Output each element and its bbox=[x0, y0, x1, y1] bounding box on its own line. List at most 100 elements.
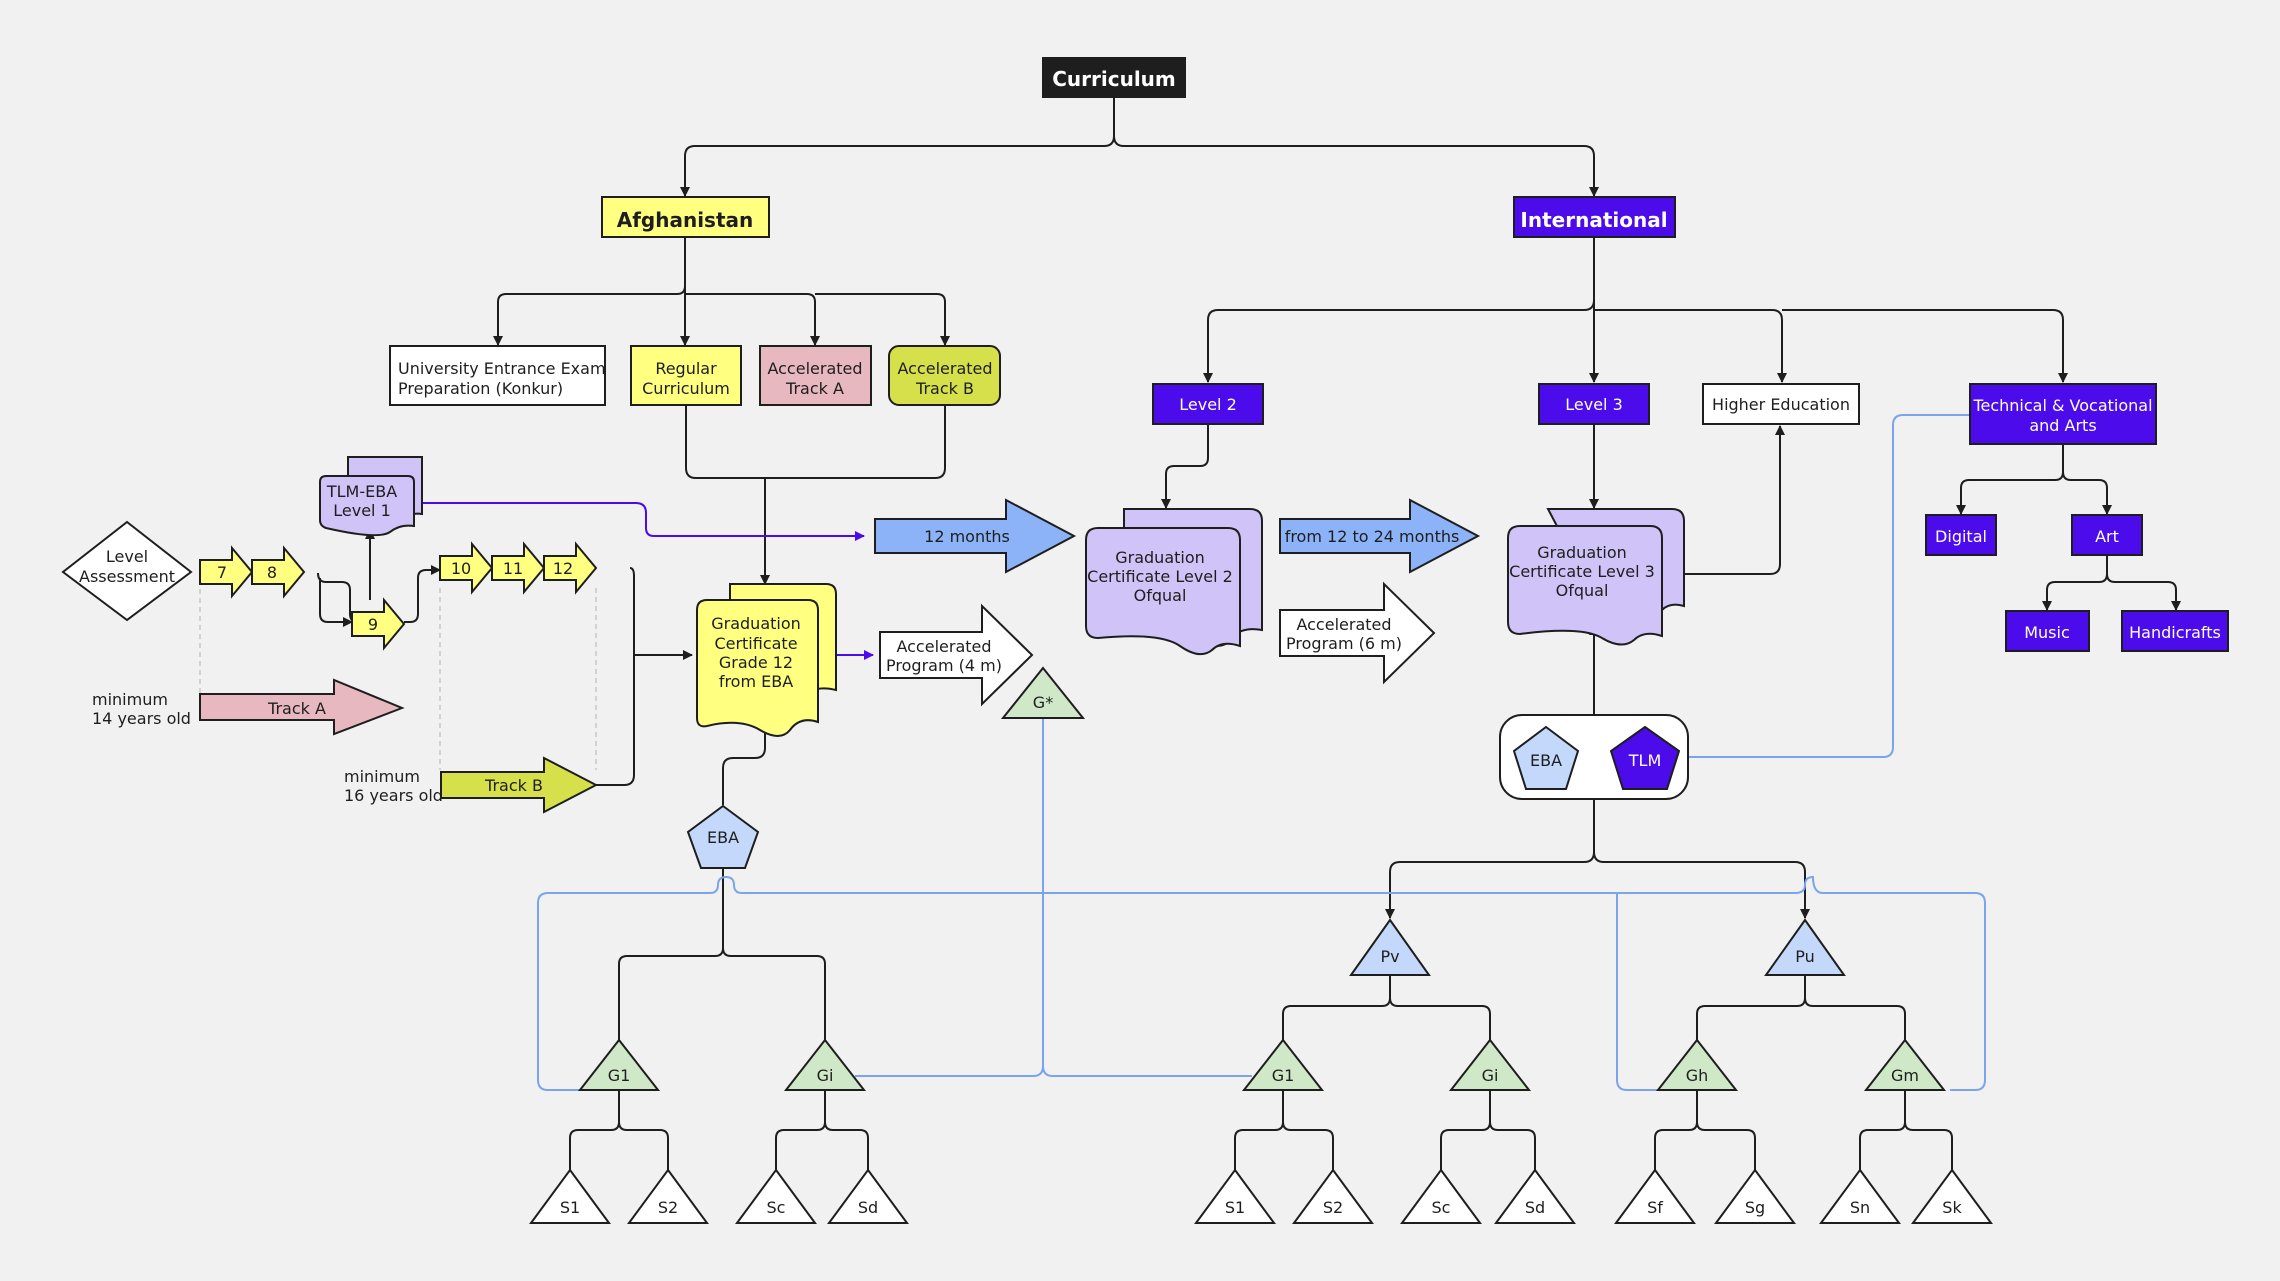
grade-10-label: 10 bbox=[451, 559, 471, 578]
international-node[interactable]: International bbox=[1513, 196, 1676, 238]
pu-label: Pu bbox=[1795, 947, 1815, 966]
pv-label: Pv bbox=[1380, 947, 1399, 966]
intl-leaf-sn[interactable]: Sn bbox=[1819, 1168, 1901, 1224]
intl-leaf-sc-label: Sc bbox=[1432, 1198, 1451, 1217]
twelve-months-arrow[interactable]: 12 months bbox=[874, 498, 1077, 574]
tlm-eba-text-line1: TLM-EBA bbox=[326, 482, 397, 501]
track-b-arrow-label: Track B bbox=[484, 776, 543, 795]
track-b-text-line2: Track B bbox=[915, 379, 974, 398]
track-a-text-line1: Accelerated bbox=[767, 359, 862, 378]
eba-afghan-label: EBA bbox=[707, 828, 739, 847]
accel-6m-line1: Accelerated bbox=[1296, 615, 1391, 634]
grade-arrow-7[interactable]: 7 bbox=[199, 545, 254, 599]
grad-l2-line2: Certificate Level 2 bbox=[1087, 567, 1233, 586]
konkur-text-line1: University Entrance Exam bbox=[398, 359, 606, 378]
graduation-cert-level2-node[interactable]: Graduation Certificate Level 2 Ofqual bbox=[1085, 508, 1263, 656]
intl-leaf-sg[interactable]: Sg bbox=[1714, 1168, 1796, 1224]
min-16-line1: minimum bbox=[344, 767, 420, 786]
intl-leaf-sg-label: Sg bbox=[1745, 1198, 1765, 1217]
accelerated-program-6m-arrow[interactable]: Accelerated Program (6 m) bbox=[1279, 581, 1436, 685]
intl-leaf-s1[interactable]: S1 bbox=[1194, 1168, 1276, 1224]
graduation-cert-eba-node[interactable]: Graduation Certificate Grade 12 from EBA bbox=[696, 583, 837, 737]
grade-12-label: 12 bbox=[553, 559, 573, 578]
intl-leaf-sf[interactable]: Sf bbox=[1614, 1168, 1696, 1224]
grade-arrow-9[interactable]: 9 bbox=[351, 597, 406, 651]
accelerated-track-b-node[interactable]: Accelerated Track B bbox=[888, 345, 1001, 406]
accel-4m-line2: Program (4 m) bbox=[886, 656, 1002, 675]
music-node[interactable]: Music bbox=[2005, 610, 2090, 652]
regular-text-line1: Regular bbox=[655, 359, 717, 378]
twelve-months-label: 12 months bbox=[924, 527, 1010, 546]
digital-node[interactable]: Digital bbox=[1925, 514, 1997, 556]
afghan-leaf-s1-label: S1 bbox=[560, 1198, 580, 1217]
intl-leaf-sk-label: Sk bbox=[1942, 1198, 1962, 1217]
min-16-line2: 16 years old bbox=[344, 786, 443, 805]
afghan-gi-node[interactable]: Gi bbox=[783, 1038, 867, 1091]
afghan-leaf-s1[interactable]: S1 bbox=[529, 1168, 611, 1224]
intl-g1-node[interactable]: G1 bbox=[1241, 1038, 1325, 1091]
grad-l3-line2: Certificate Level 3 bbox=[1509, 562, 1655, 581]
g-star-node[interactable]: G* bbox=[1000, 666, 1086, 719]
grad-eba-line2: Certificate bbox=[714, 634, 797, 653]
pv-node[interactable]: Pv bbox=[1349, 918, 1431, 976]
accelerated-program-4m-arrow[interactable]: Accelerated Program (4 m) bbox=[879, 603, 1034, 707]
curriculum-title-node[interactable]: Curriculum bbox=[1042, 57, 1186, 98]
grad-l3-line1: Graduation bbox=[1537, 543, 1627, 562]
afghan-leaf-sd[interactable]: Sd bbox=[827, 1168, 909, 1224]
graduation-cert-level3-node[interactable]: Graduation Certificate Level 3 Ofqual bbox=[1507, 508, 1685, 646]
grade-arrow-12[interactable]: 12 bbox=[543, 541, 598, 595]
eba-pentagon-intl[interactable]: EBA bbox=[1512, 725, 1580, 790]
afghanistan-node[interactable]: Afghanistan bbox=[601, 196, 770, 238]
tlm-pentagon[interactable]: TLM bbox=[1609, 725, 1681, 790]
pu-node[interactable]: Pu bbox=[1764, 918, 1846, 976]
afghan-leaf-sc[interactable]: Sc bbox=[735, 1168, 817, 1224]
art-text: Art bbox=[2095, 527, 2119, 546]
intl-leaf-sd[interactable]: Sd bbox=[1494, 1168, 1576, 1224]
level-3-node[interactable]: Level 3 bbox=[1538, 383, 1650, 425]
track-a-arrow[interactable]: Track A bbox=[199, 678, 405, 736]
intl-gm-node[interactable]: Gm bbox=[1863, 1038, 1947, 1091]
konkur-node[interactable]: University Entrance Exam Preparation (Ko… bbox=[389, 345, 606, 406]
accelerated-track-a-node[interactable]: Accelerated Track A bbox=[759, 345, 872, 406]
intl-leaf-s2-label: S2 bbox=[1323, 1198, 1343, 1217]
intl-leaf-sc[interactable]: Sc bbox=[1400, 1168, 1482, 1224]
intl-gi-node[interactable]: Gi bbox=[1448, 1038, 1532, 1091]
afghanistan-title-text: Afghanistan bbox=[617, 208, 754, 232]
track-b-arrow[interactable]: Track B bbox=[440, 756, 599, 814]
afghan-leaf-s2[interactable]: S2 bbox=[627, 1168, 709, 1224]
eba-tlm-group[interactable]: EBA TLM bbox=[1499, 714, 1689, 800]
grade-7-label: 7 bbox=[217, 563, 227, 582]
level-assessment-text-line1: Level bbox=[106, 547, 148, 566]
tlm-eba-level1-node[interactable]: TLM-EBA Level 1 bbox=[319, 456, 423, 537]
intl-gh-node[interactable]: Gh bbox=[1655, 1038, 1739, 1091]
higher-education-node[interactable]: Higher Education bbox=[1702, 383, 1860, 425]
intl-gm-label: Gm bbox=[1891, 1066, 1919, 1085]
grad-l2-line1: Graduation bbox=[1115, 548, 1205, 567]
grade-11-label: 11 bbox=[503, 559, 523, 578]
afghan-g1-node[interactable]: G1 bbox=[577, 1038, 661, 1091]
handicrafts-node[interactable]: Handicrafts bbox=[2121, 610, 2229, 652]
grad-l2-line3: Ofqual bbox=[1134, 586, 1187, 605]
regular-curriculum-node[interactable]: Regular Curriculum bbox=[630, 345, 742, 406]
intl-leaf-s2[interactable]: S2 bbox=[1292, 1168, 1374, 1224]
level-assessment-node[interactable]: Level Assessment bbox=[61, 520, 193, 622]
track-b-text-line1: Accelerated bbox=[897, 359, 992, 378]
afghan-gi-label: Gi bbox=[817, 1066, 834, 1085]
eba-intl-label: EBA bbox=[1530, 751, 1562, 770]
eba-pentagon-afghan[interactable]: EBA bbox=[686, 804, 760, 869]
grade-arrow-8[interactable]: 8 bbox=[251, 545, 306, 599]
intl-leaf-sf-label: Sf bbox=[1647, 1198, 1663, 1217]
level-2-node[interactable]: Level 2 bbox=[1152, 383, 1264, 425]
intl-g1-label: G1 bbox=[1272, 1066, 1295, 1085]
art-node[interactable]: Art bbox=[2071, 514, 2143, 556]
intl-leaf-sk[interactable]: Sk bbox=[1911, 1168, 1993, 1224]
grad-eba-line3: Grade 12 bbox=[719, 653, 793, 672]
grade-arrow-11[interactable]: 11 bbox=[491, 541, 546, 595]
grade-arrow-10[interactable]: 10 bbox=[439, 541, 494, 595]
accel-4m-line1: Accelerated bbox=[896, 637, 991, 656]
grad-eba-line4: from EBA bbox=[719, 672, 793, 691]
twelve-to-24-months-arrow[interactable]: from 12 to 24 months bbox=[1279, 498, 1481, 574]
digital-text: Digital bbox=[1935, 527, 1987, 546]
international-title-text: International bbox=[1520, 208, 1667, 232]
technical-vocational-node[interactable]: Technical & Vocational and Arts bbox=[1969, 383, 2157, 445]
